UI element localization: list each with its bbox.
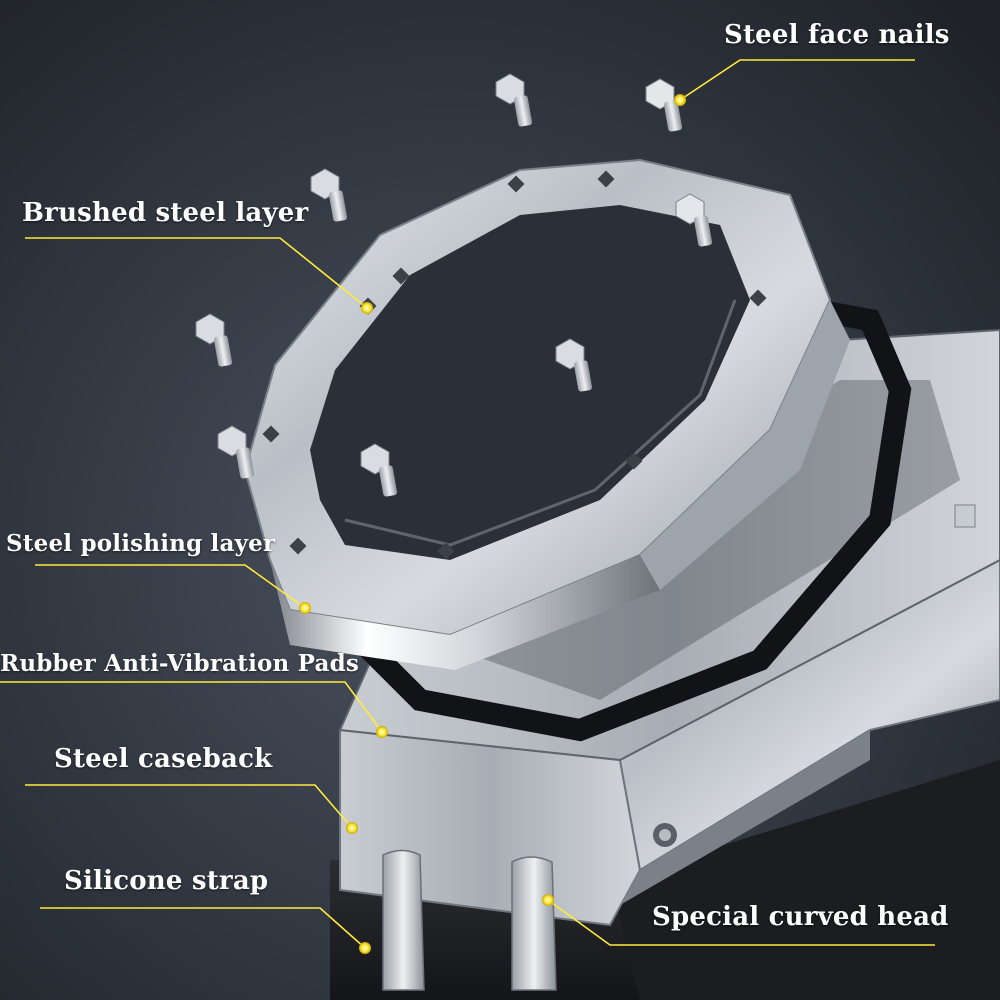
label-steel-caseback: Steel caseback (54, 744, 273, 774)
steel-face-nails (195, 73, 976, 528)
label-silicone-strap: Silicone strap (64, 866, 269, 896)
special-curved-head (511, 856, 557, 991)
callout-lines (0, 59, 935, 949)
steel-polishing-chamfer (270, 555, 660, 670)
label-brushed-steel-layer: Brushed steel layer (22, 198, 309, 228)
label-steel-face-nails: Steel face nails (724, 20, 950, 50)
label-special-curved-head: Special curved head (652, 902, 949, 932)
label-rubber-anti-vibration-pads: Rubber Anti-Vibration Pads (0, 650, 360, 677)
label-steel-polishing-layer: Steel polishing layer (6, 530, 276, 557)
brushed-steel-bezel (243, 158, 850, 670)
callout-dots (299, 94, 686, 954)
